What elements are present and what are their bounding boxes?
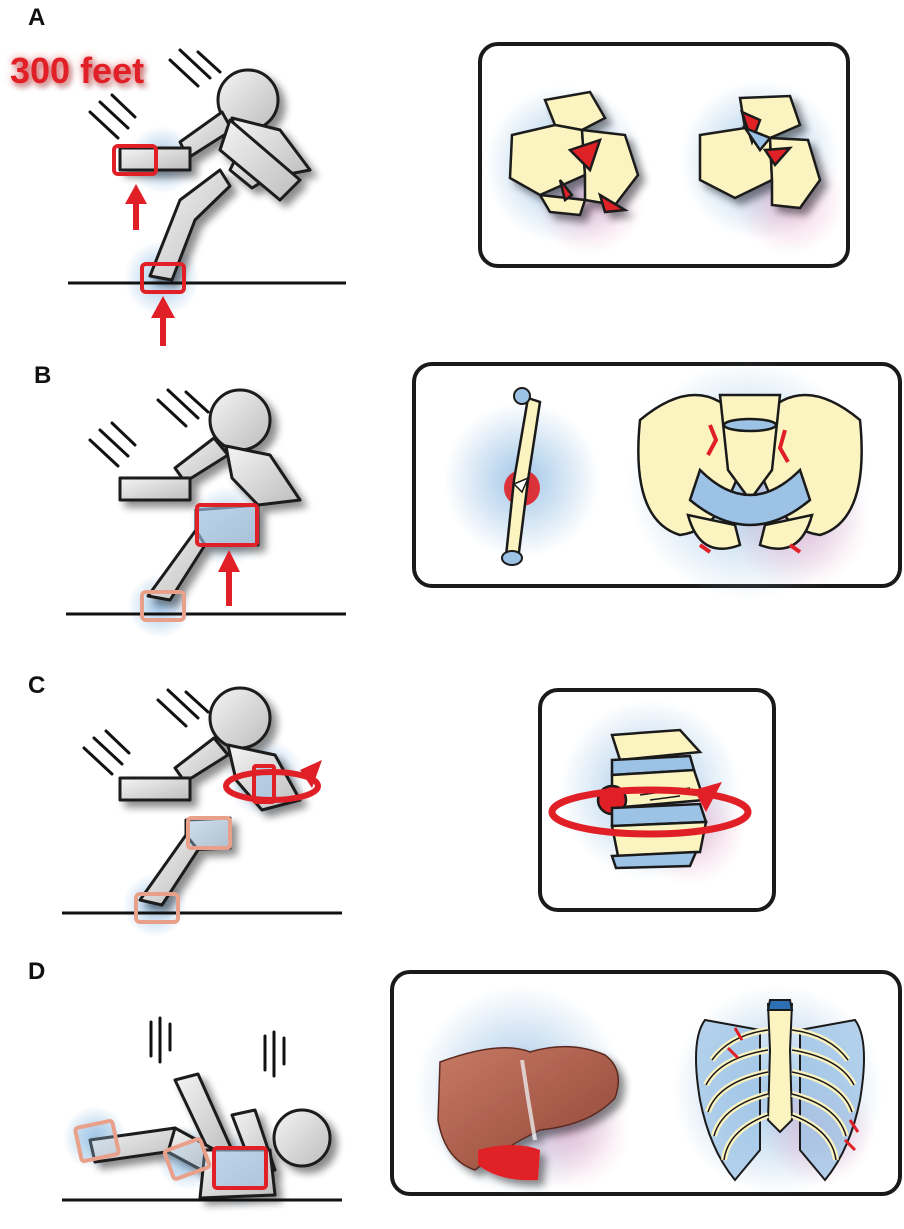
- faded-impact-box: [188, 818, 230, 848]
- impact-highlight-box: [197, 505, 257, 545]
- liver-ribcage-inset: [392, 972, 900, 1195]
- fallen-figure: [90, 1074, 330, 1198]
- foot-bones-inset: [480, 44, 848, 266]
- panel-b: [66, 360, 900, 638]
- faded-impact-box: [75, 1120, 119, 1161]
- femur-pelvis-inset: [414, 360, 900, 600]
- motion-lines-icon: [90, 50, 220, 138]
- spine-rotation-inset: [540, 690, 774, 910]
- motion-lines-icon: [151, 1018, 284, 1076]
- panel-a: [68, 44, 848, 346]
- up-arrow-icon: [125, 184, 147, 230]
- panel-d: [62, 972, 900, 1208]
- impact-highlight-box: [214, 1148, 266, 1188]
- panel-c: [62, 688, 774, 937]
